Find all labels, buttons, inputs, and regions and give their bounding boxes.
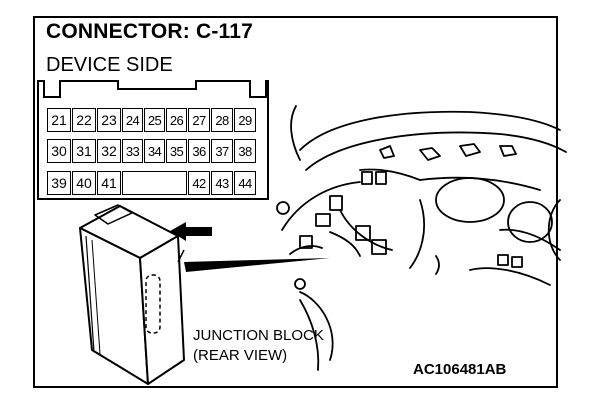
device-side-label: DEVICE SIDE [46, 54, 173, 76]
pin-24: 24 [122, 108, 143, 132]
pin-37: 37 [211, 139, 233, 163]
callout-leader [184, 258, 330, 272]
rear-view-label: (REAR VIEW) [193, 347, 288, 364]
pin-29: 29 [234, 108, 256, 132]
connector-latch-right [249, 80, 267, 98]
pin-30: 30 [47, 139, 71, 163]
pin-36: 36 [188, 139, 210, 163]
pin-34: 34 [144, 139, 165, 163]
pin-35: 35 [166, 139, 187, 163]
pin-43: 43 [211, 171, 233, 195]
pin-38: 38 [234, 139, 256, 163]
connector-latch-left [43, 80, 61, 98]
connector-title: CONNECTOR: C-117 [46, 20, 254, 43]
pin-21: 21 [47, 108, 71, 132]
pin-22: 22 [72, 108, 96, 132]
pin-27: 27 [188, 108, 210, 132]
pin-33: 33 [122, 139, 143, 163]
pin-25: 25 [144, 108, 165, 132]
connector-key-slot [117, 80, 197, 90]
pin-42: 42 [188, 171, 210, 195]
connector-face: 21 22 23 24 25 26 27 28 29 30 31 32 33 3… [37, 80, 269, 200]
junction-block-illustration [79, 204, 185, 385]
pin-40: 40 [72, 171, 96, 195]
pin-28: 28 [211, 108, 233, 132]
pin-39: 39 [47, 171, 71, 195]
pin-44: 44 [234, 171, 256, 195]
pointer-arrow [170, 222, 212, 241]
pin-41: 41 [97, 171, 121, 195]
pin-32: 32 [97, 139, 121, 163]
pin-26: 26 [166, 108, 187, 132]
figure-code: AC106481AB [413, 361, 507, 378]
dashboard-illustration [276, 105, 567, 371]
junction-block-label: JUNCTION BLOCK [193, 327, 324, 344]
pin-23: 23 [97, 108, 121, 132]
empty-cavity [122, 171, 187, 195]
pin-31: 31 [72, 139, 96, 163]
